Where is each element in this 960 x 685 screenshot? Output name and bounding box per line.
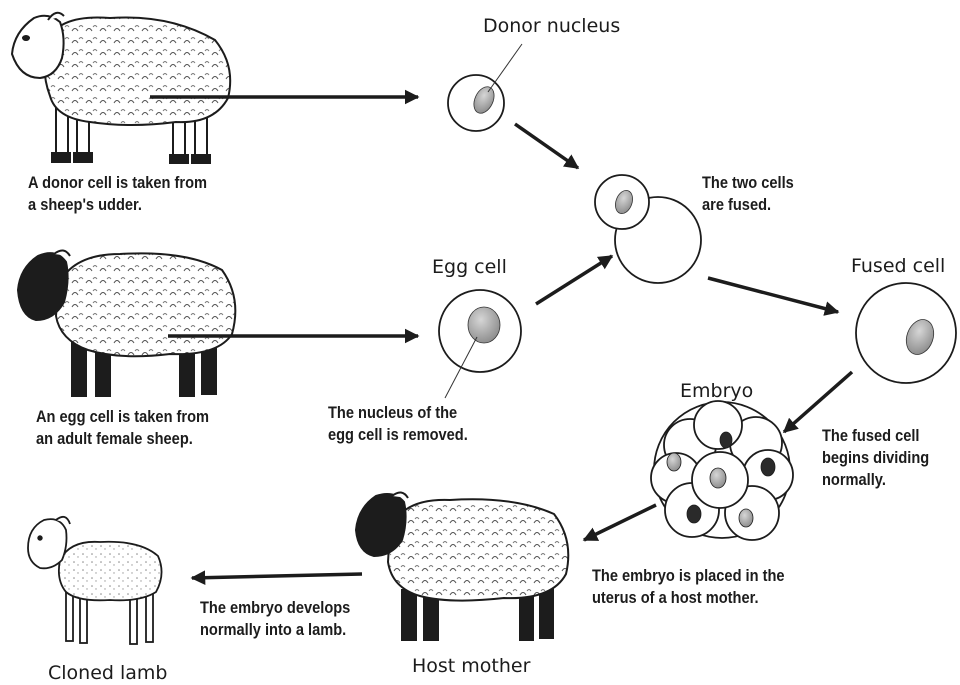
arrow-host-to-lamb	[192, 574, 362, 578]
caption-line: The fused cell	[822, 425, 929, 447]
label-donor-nucleus: Donor nucleus	[483, 14, 620, 38]
cloned-lamb-illustration	[28, 517, 162, 644]
label-host-mother: Host mother	[412, 654, 530, 678]
caption-line: normally into a lamb.	[200, 619, 350, 641]
caption-egg-taken: An egg cell is taken from an adult femal…	[36, 406, 209, 450]
fused-cell	[856, 283, 956, 383]
caption-embryo-placed: The embryo is placed in the uterus of a …	[592, 565, 785, 609]
donor-sheep-illustration	[12, 13, 230, 163]
fusing-cells	[595, 175, 701, 283]
caption-line: The embryo is placed in the	[592, 565, 785, 587]
caption-line: egg cell is removed.	[328, 424, 468, 446]
egg-cell	[439, 290, 521, 398]
caption-donor-cell: A donor cell is taken from a sheep's udd…	[28, 172, 207, 216]
caption-line: uterus of a host mother.	[592, 587, 785, 609]
caption-nucleus-removed: The nucleus of the egg cell is removed.	[328, 402, 468, 446]
caption-cells-fused: The two cells are fused.	[702, 172, 794, 216]
caption-line: are fused.	[702, 194, 794, 216]
caption-line: normally.	[822, 469, 929, 491]
host-mother-illustration	[356, 492, 568, 640]
caption-line: A donor cell is taken from	[28, 172, 207, 194]
caption-line: begins dividing	[822, 447, 929, 469]
arrow-fusing-to-fused	[708, 278, 838, 312]
caption-fused-dividing: The fused cell begins dividing normally.	[822, 425, 929, 491]
caption-line: The nucleus of the	[328, 402, 468, 424]
label-embryo: Embryo	[680, 379, 753, 403]
arrow-embryo-to-host	[584, 505, 656, 540]
caption-embryo-develops: The embryo develops normally into a lamb…	[200, 597, 350, 641]
label-cloned-lamb: Cloned lamb	[48, 661, 168, 685]
caption-line: An egg cell is taken from	[36, 406, 209, 428]
egg-sheep-illustration	[18, 250, 235, 396]
embryo	[651, 401, 793, 540]
caption-line: an adult female sheep.	[36, 428, 209, 450]
label-fused-cell: Fused cell	[851, 254, 945, 278]
caption-line: The embryo develops	[200, 597, 350, 619]
arrow-fused-to-embryo	[784, 372, 852, 432]
donor-cell	[448, 44, 522, 131]
label-egg-cell: Egg cell	[432, 255, 507, 279]
caption-line: The two cells	[702, 172, 794, 194]
arrow-nucleus-to-fusing	[515, 124, 578, 168]
caption-line: a sheep's udder.	[28, 194, 207, 216]
arrow-egg-to-fusing	[536, 256, 612, 304]
